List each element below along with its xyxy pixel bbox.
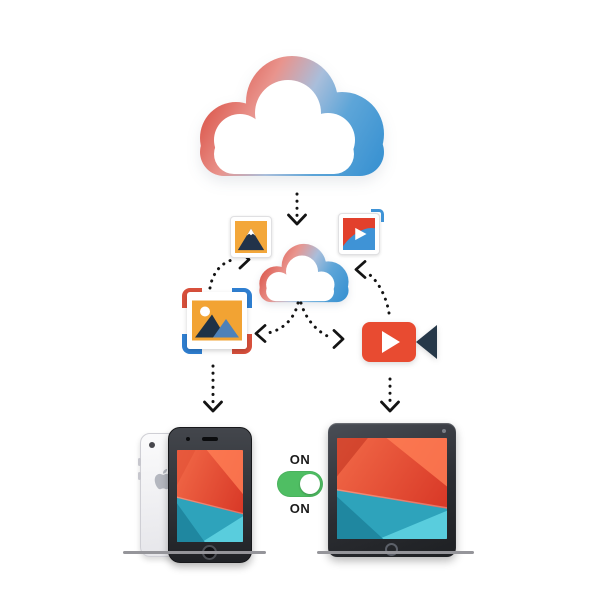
video-camera-icon [362, 318, 438, 366]
volume-button [138, 458, 141, 466]
cloud-storage-icon [200, 56, 384, 176]
rear-camera-icon [149, 442, 155, 448]
arrow-cloud-to-center [287, 192, 307, 226]
landscape-photo-glyph [192, 300, 242, 341]
bracket-top-left-icon [182, 288, 202, 308]
sync-toggle-switch[interactable] [277, 471, 323, 497]
toggle-knob[interactable] [300, 474, 320, 494]
corner-bracket-icon [371, 209, 384, 222]
video-thumbnail-icon [338, 209, 384, 255]
cloud-sync-icon [259, 243, 349, 303]
front-camera-icon [186, 437, 190, 441]
home-button [385, 543, 398, 556]
arrow-cloud-to-video [299, 301, 345, 349]
photo-thumbnail-icon [230, 216, 272, 258]
front-camera-icon [442, 429, 446, 433]
arrow-video-to-ipad [380, 377, 400, 413]
iphone-illustration [134, 424, 260, 563]
arrow-photo-to-iphone [203, 364, 223, 413]
bracket-bottom-right-icon [232, 334, 252, 354]
arrow-video-to-cloud [354, 260, 391, 315]
photo-frame-icon [182, 288, 252, 354]
toggle-label-top: ON [289, 452, 311, 467]
volume-button [138, 472, 141, 480]
iphone-front [168, 427, 252, 563]
sync-toggle-block: ON ON [272, 452, 328, 516]
bracket-top-right-icon [232, 288, 252, 308]
toggle-label-bottom: ON [289, 501, 311, 516]
ipad-screen-wallpaper [337, 438, 447, 539]
video-play-glyph [343, 218, 375, 250]
photo-card [187, 292, 247, 349]
iphone-screen-wallpaper [177, 450, 243, 542]
apple-logo-icon [154, 468, 172, 490]
arrow-cloud-to-photo [254, 301, 300, 343]
mountain-photo-glyph [235, 221, 267, 253]
speaker-slot [202, 437, 218, 441]
ipad-illustration [328, 423, 456, 557]
ground-line-right [317, 551, 474, 554]
bracket-bottom-left-icon [182, 334, 202, 354]
ground-line-left [123, 551, 266, 554]
